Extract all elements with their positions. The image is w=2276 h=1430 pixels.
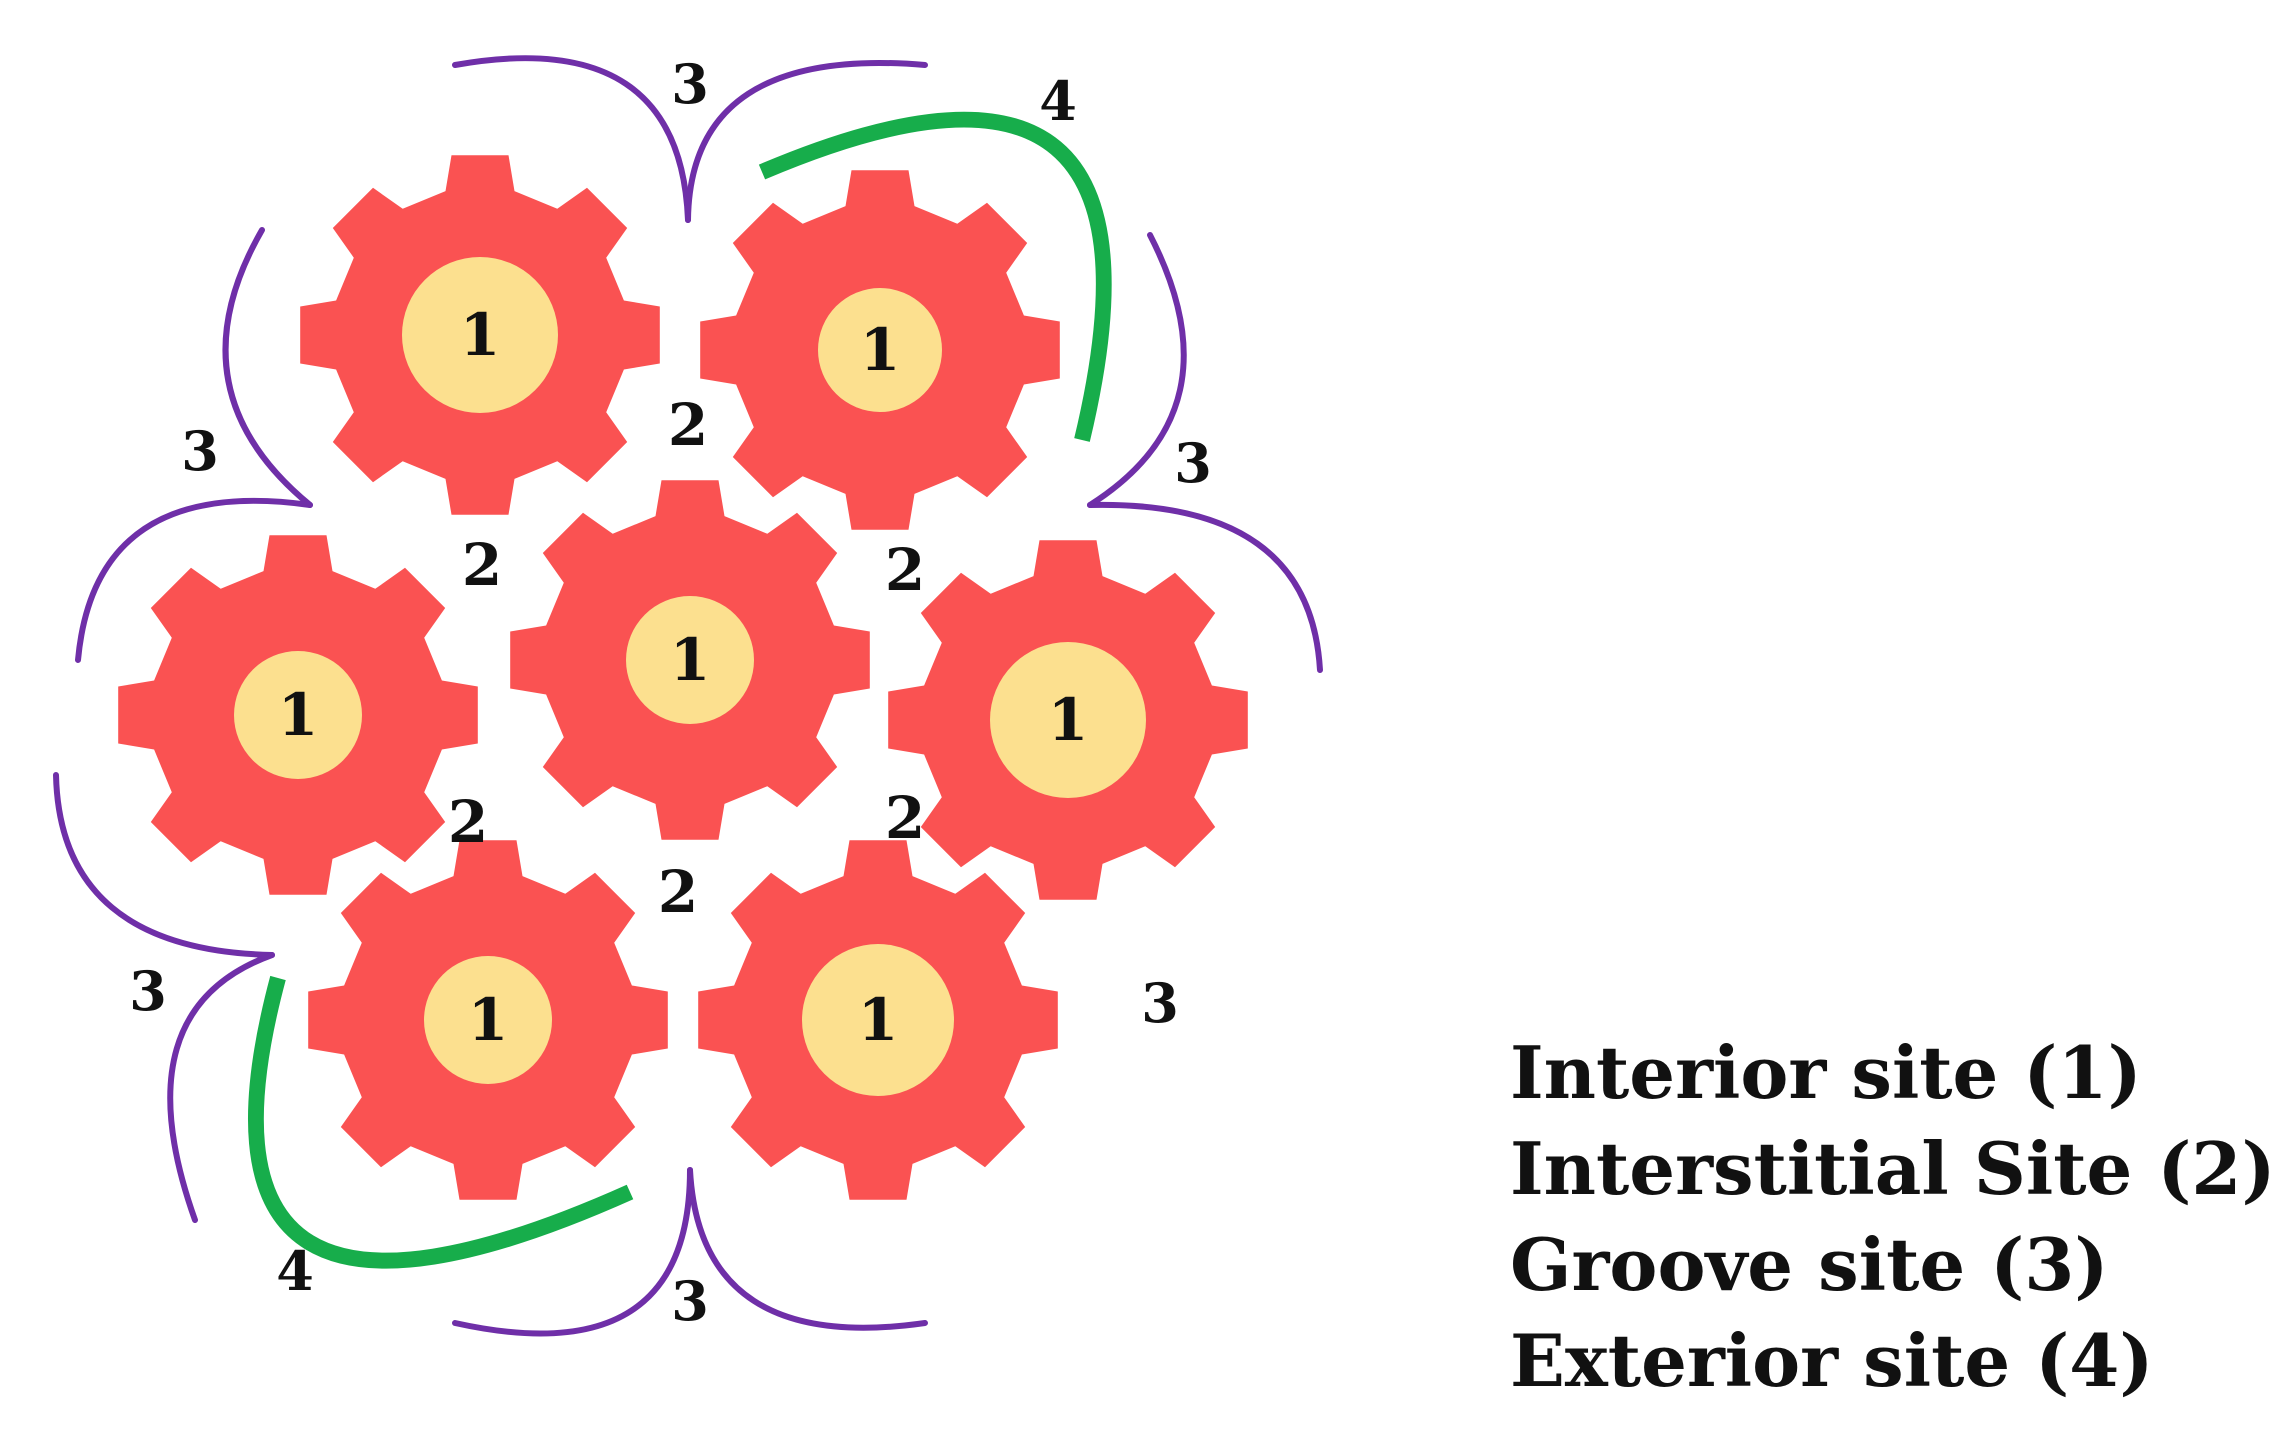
groove-arc-lower-left — [53, 772, 275, 958]
legend: Interior site (1) Interstitial Site (2) … — [1510, 1025, 2276, 1409]
groove-labels: 3 3 3 3 3 3 — [129, 52, 1212, 1333]
exterior-arc-bottom-left — [248, 975, 634, 1269]
interior-site-label: 1 — [670, 626, 710, 694]
gear-core — [818, 288, 942, 412]
interior-site-label: 1 — [468, 986, 508, 1054]
interior-site-label: 1 — [858, 986, 898, 1054]
nanotube-bundle-diagram: 1 1 1 1 1 1 1 2 2 2 2 2 2 3 3 3 3 3 3 4 4 — [53, 52, 1323, 1337]
interior-site-label: 1 — [1048, 686, 1088, 754]
groove-arc-top — [685, 59, 928, 223]
legend-item-exterior-site: Exterior site (4) — [1510, 1318, 2154, 1403]
exterior-label: 4 — [1039, 69, 1077, 133]
groove-arc-upper-left — [75, 497, 313, 663]
gears: 1 1 1 1 1 1 1 — [118, 155, 1248, 1200]
gear-core — [990, 642, 1146, 798]
groove-arc-lower-left — [167, 952, 275, 1223]
interstitial-label: 2 — [658, 858, 698, 926]
gear-bottom-right: 1 — [698, 840, 1058, 1200]
interstitial-label: 2 — [885, 784, 925, 852]
interstitial-label: 2 — [448, 788, 488, 856]
exterior-arc-top-right — [758, 111, 1112, 442]
groove-arc-bottom — [452, 1167, 693, 1337]
groove-label: 3 — [671, 1269, 709, 1333]
groove-label: 3 — [129, 959, 167, 1023]
interstitial-label: 2 — [668, 391, 708, 459]
groove-label: 3 — [1141, 971, 1179, 1035]
gear-core — [234, 651, 362, 779]
gear-core — [424, 956, 552, 1084]
groove-arc-bottom — [687, 1167, 928, 1331]
exterior-labels: 4 4 — [276, 69, 1077, 1303]
interstitial-label: 2 — [885, 536, 925, 604]
interstitial-label: 2 — [462, 531, 502, 599]
interior-site-label: 1 — [860, 316, 900, 384]
groove-label: 3 — [671, 52, 709, 116]
groove-arc-upper-left — [222, 227, 313, 508]
gear-middle-right: 1 — [888, 540, 1248, 900]
groove-arc-top — [452, 55, 691, 223]
interior-site-label: 1 — [460, 301, 500, 369]
exterior-label: 4 — [276, 1239, 314, 1303]
gear-core — [626, 596, 754, 724]
groove-label: 3 — [181, 419, 219, 483]
gear-core — [802, 944, 954, 1096]
legend-item-interior-site: Interior site (1) — [1510, 1030, 2142, 1115]
legend-item-groove-site: Groove site (3) — [1510, 1222, 2109, 1307]
interstitial-labels: 2 2 2 2 2 2 — [448, 391, 925, 926]
gear-top-left: 1 — [300, 155, 660, 515]
gear-center: 1 — [510, 480, 870, 840]
groove-arcs — [53, 55, 1323, 1337]
gear-top-right: 1 — [700, 170, 1060, 530]
groove-arc-upper-right — [1087, 232, 1187, 508]
exterior-arcs — [248, 111, 1112, 1269]
legend-item-interstitial-site: Interstitial Site (2) — [1510, 1126, 2276, 1211]
gear-bottom-left: 1 — [308, 840, 668, 1200]
gear-core — [402, 257, 558, 413]
groove-arc-upper-right — [1087, 501, 1323, 673]
groove-label: 3 — [1174, 431, 1212, 495]
gear-middle-left: 1 — [118, 535, 478, 895]
interior-site-label: 1 — [278, 681, 318, 749]
